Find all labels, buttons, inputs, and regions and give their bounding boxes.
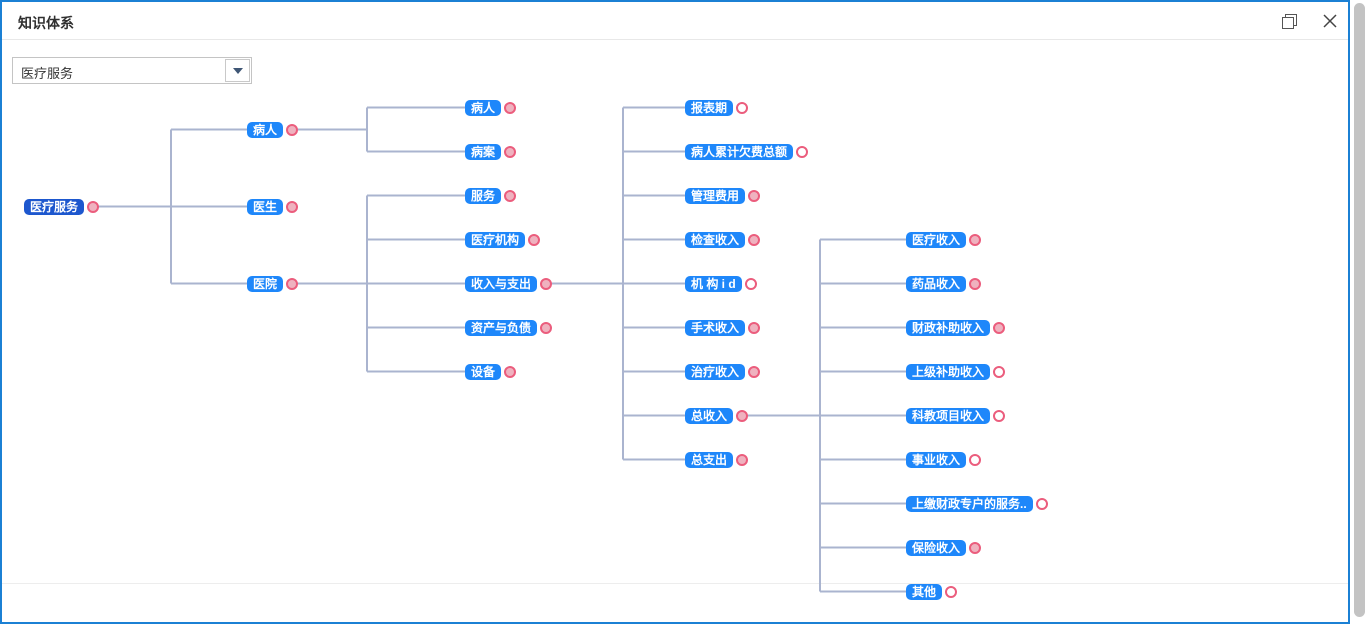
- tree-node[interactable]: 治疗收入: [685, 363, 746, 380]
- window-controls: [1282, 2, 1338, 40]
- tree-node[interactable]: 其他: [906, 583, 943, 600]
- tree-node[interactable]: 设备: [465, 363, 502, 380]
- category-select-value: 医疗服务: [21, 66, 74, 81]
- tree-node[interactable]: 检查收入: [685, 231, 746, 248]
- tree-node[interactable]: 医院: [247, 275, 284, 292]
- tree-node[interactable]: 报表期: [685, 99, 734, 116]
- node-dot[interactable]: [748, 189, 760, 202]
- node-dot[interactable]: [748, 365, 760, 378]
- node-dot[interactable]: [1036, 497, 1048, 510]
- tree-node[interactable]: 医疗服务: [24, 198, 85, 215]
- node-dot[interactable]: [504, 145, 516, 158]
- node-dot[interactable]: [736, 101, 748, 114]
- tree-node[interactable]: 药品收入: [906, 275, 967, 292]
- tree-node[interactable]: 机 构 i d: [685, 275, 742, 292]
- node-dot[interactable]: [748, 321, 760, 334]
- tree-node[interactable]: 科教项目收入: [906, 407, 991, 424]
- node-dot[interactable]: [736, 409, 748, 422]
- node-dot[interactable]: [286, 200, 298, 213]
- tree-node[interactable]: 总收入: [685, 407, 734, 424]
- node-dot[interactable]: [286, 277, 298, 290]
- node-dot[interactable]: [969, 233, 981, 246]
- node-dot[interactable]: [969, 541, 981, 554]
- node-dot[interactable]: [993, 321, 1005, 334]
- close-icon[interactable]: [1322, 13, 1338, 29]
- tree-node[interactable]: 财政补助收入: [906, 319, 991, 336]
- node-dot[interactable]: [796, 145, 808, 158]
- tree-node[interactable]: 上缴财政专户的服务..: [906, 495, 1033, 512]
- titlebar: 知识体系: [2, 2, 1348, 40]
- node-dot[interactable]: [969, 277, 981, 290]
- node-dot[interactable]: [87, 200, 99, 213]
- tree-node[interactable]: 保险收入: [906, 539, 967, 556]
- node-dot[interactable]: [745, 277, 757, 290]
- tree-node[interactable]: 服务: [465, 187, 502, 204]
- tree-node[interactable]: 管理费用: [685, 187, 746, 204]
- node-dot[interactable]: [504, 189, 516, 202]
- tree-node[interactable]: 医生: [247, 198, 284, 215]
- window-title: 知识体系: [18, 15, 74, 31]
- tree-node[interactable]: 手术收入: [685, 319, 746, 336]
- tree-node[interactable]: 上级补助收入: [906, 363, 991, 380]
- node-dot[interactable]: [748, 233, 760, 246]
- node-dot[interactable]: [993, 409, 1005, 422]
- divider: [2, 583, 1348, 584]
- node-dot[interactable]: [540, 321, 552, 334]
- category-select[interactable]: 医疗服务: [12, 57, 252, 84]
- node-dot[interactable]: [540, 277, 552, 290]
- tree-node[interactable]: 总支出: [685, 451, 734, 468]
- node-dot[interactable]: [736, 453, 748, 466]
- node-dot[interactable]: [504, 365, 516, 378]
- tree-node[interactable]: 病人累计欠费总额: [685, 143, 794, 160]
- node-dot[interactable]: [286, 123, 298, 136]
- category-select-dropdown-button[interactable]: [225, 59, 250, 82]
- node-dot[interactable]: [969, 453, 981, 466]
- node-dot[interactable]: [504, 101, 516, 114]
- node-dot[interactable]: [528, 233, 540, 246]
- tree-node[interactable]: 事业收入: [906, 451, 967, 468]
- chevron-down-icon: [232, 67, 243, 74]
- tree-node[interactable]: 医疗收入: [906, 231, 967, 248]
- scrollbar-thumb[interactable]: [1354, 3, 1365, 617]
- tree-canvas: 医疗服务病人病人病案医生医院服务医疗机构收入与支出报表期病人累计欠费总额管理费用…: [2, 2, 1352, 622]
- node-dot[interactable]: [993, 365, 1005, 378]
- tree-node[interactable]: 医疗机构: [465, 231, 526, 248]
- tree-node[interactable]: 收入与支出: [465, 275, 538, 292]
- tree-node[interactable]: 病人: [465, 99, 502, 116]
- restore-icon[interactable]: [1282, 14, 1297, 29]
- tree-node[interactable]: 资产与负债: [465, 319, 538, 336]
- tree-edges: [98, 106, 906, 593]
- tree-node[interactable]: 病案: [465, 143, 502, 160]
- tree-node[interactable]: 病人: [247, 121, 284, 138]
- node-dot[interactable]: [945, 585, 957, 598]
